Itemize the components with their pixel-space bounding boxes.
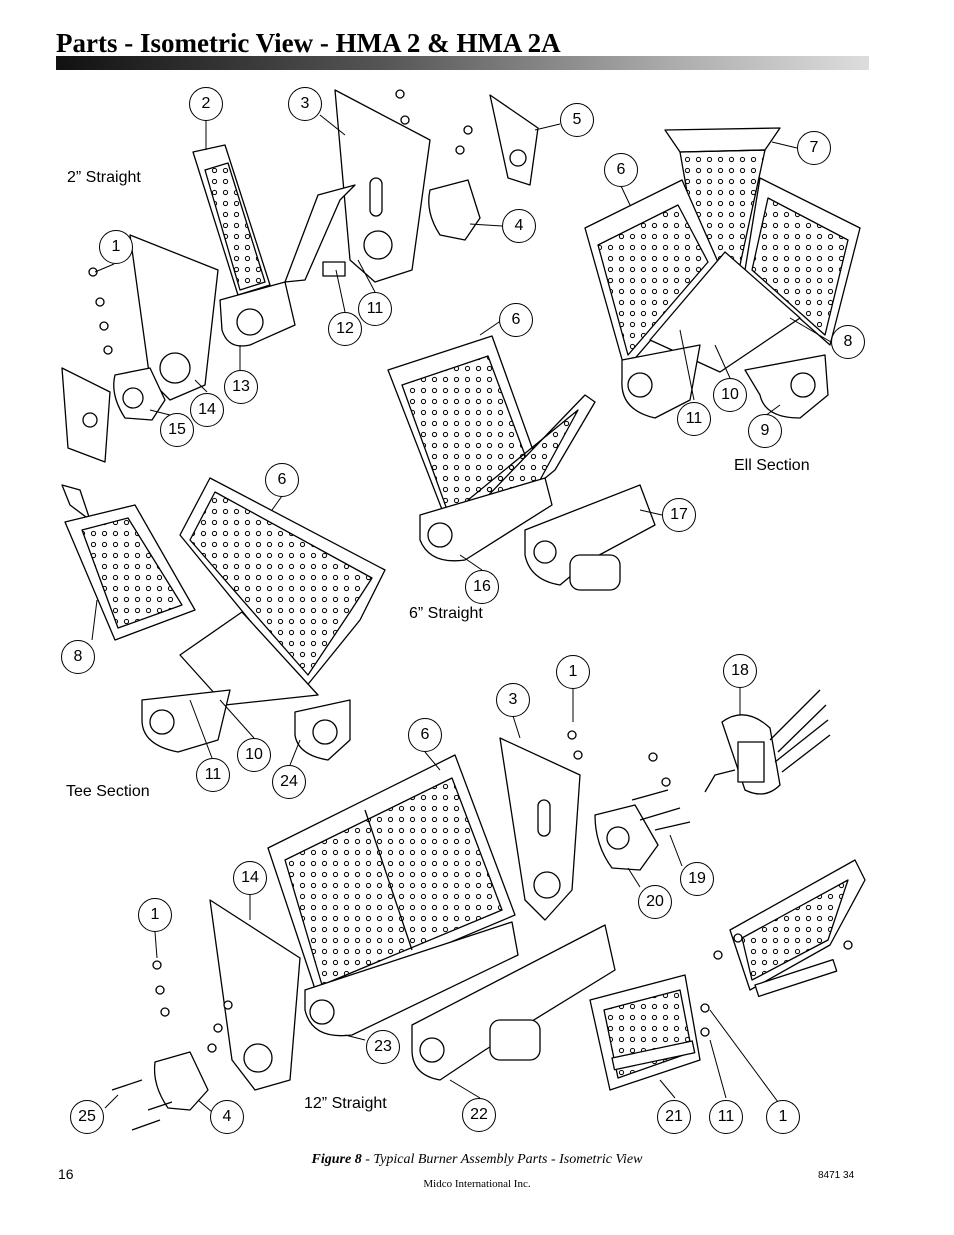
callout-part-3-b: 3 — [496, 683, 530, 717]
cover-part-15 — [113, 367, 166, 421]
ell-burner — [584, 127, 861, 419]
tee-manifold-part-17 — [524, 484, 656, 591]
title-gradient-bar — [56, 56, 869, 70]
callout-part-10-b: 10 — [237, 738, 271, 772]
gasket-part-15-left — [61, 367, 111, 463]
callout-part-14: 14 — [190, 393, 224, 427]
callout-part-2: 2 — [189, 87, 223, 121]
callout-part-11-a: 11 — [677, 402, 711, 436]
bolts-part-25 — [111, 960, 233, 1131]
burner-12in — [267, 754, 519, 1037]
callout-part-1-c: 1 — [138, 898, 172, 932]
endcap-right — [700, 859, 866, 1037]
page-title: Parts - Isometric View - HMA 2 & HMA 2A — [56, 28, 561, 58]
figure-caption: Figure 8 - Typical Burner Assembly Parts… — [0, 1152, 954, 1168]
label-2in-straight: 2” Straight — [67, 169, 141, 186]
screws-top — [88, 89, 473, 355]
callout-part-5: 5 — [560, 103, 594, 137]
callout-part-6-a: 6 — [499, 303, 533, 337]
callout-part-6-d: 6 — [408, 718, 442, 752]
label-ell-section: Ell Section — [734, 457, 810, 474]
document-code: 8471 34 — [818, 1170, 855, 1181]
callout-part-8-b: 8 — [61, 640, 95, 674]
callout-part-22: 22 — [462, 1098, 496, 1132]
pilot-assembly-part-18 — [704, 689, 831, 795]
figure-label: Figure 8 — [311, 1152, 362, 1167]
callout-part-1-b: 1 — [556, 655, 590, 689]
callout-part-4-b: 4 — [210, 1100, 244, 1134]
manifold-part-22 — [411, 924, 616, 1081]
callout-part-1-d: 1 — [766, 1100, 800, 1134]
label-tee-section: Tee Section — [66, 783, 150, 800]
callout-part-23: 23 — [366, 1030, 400, 1064]
callout-part-3: 3 — [288, 87, 322, 121]
callout-part-14-b: 14 — [233, 861, 267, 895]
callout-part-15: 15 — [160, 413, 194, 447]
callout-part-6-b: 6 — [604, 153, 638, 187]
side-plate-part-3b — [499, 737, 581, 921]
callout-part-4: 4 — [502, 209, 536, 243]
callout-part-11-b: 11 — [196, 758, 230, 792]
callout-part-1: 1 — [99, 230, 133, 264]
figure-caption-text: - Typical Burner Assembly Parts - Isomet… — [361, 1152, 643, 1167]
label-12in-straight: 12” Straight — [304, 1095, 387, 1112]
company-name: Midco International Inc. — [423, 1178, 531, 1190]
callout-part-10-a: 10 — [713, 378, 747, 412]
callout-part-18: 18 — [723, 654, 757, 688]
bolts-part-19 — [567, 730, 691, 831]
tee-burner — [61, 477, 386, 761]
venturi-tube-part-2 — [192, 144, 296, 347]
burner-6in — [387, 335, 596, 562]
callout-part-19: 19 — [680, 862, 714, 896]
callout-part-17: 17 — [662, 498, 696, 532]
callout-part-9: 9 — [748, 414, 782, 448]
callout-part-13: 13 — [224, 370, 258, 404]
callout-part-24: 24 — [272, 765, 306, 799]
callout-part-6-c: 6 — [265, 463, 299, 497]
cover-plate-part-4 — [428, 179, 481, 241]
callout-part-20: 20 — [638, 885, 672, 919]
callout-part-16: 16 — [465, 570, 499, 604]
gasket-part-5 — [489, 94, 539, 186]
callout-part-7: 7 — [797, 131, 831, 165]
side-plate-part-14b — [209, 899, 301, 1091]
callout-part-21: 21 — [657, 1100, 691, 1134]
callout-part-11-c: 11 — [709, 1100, 743, 1134]
callout-part-12: 12 — [328, 312, 362, 346]
callout-part-11: 11 — [358, 292, 392, 326]
callout-part-25: 25 — [70, 1100, 104, 1134]
label-6in-straight: 6” Straight — [409, 605, 483, 622]
callout-part-8-a: 8 — [831, 325, 865, 359]
side-plate-part-3 — [334, 89, 431, 283]
flange-part-20 — [594, 804, 659, 871]
endcap-part-21 — [589, 974, 701, 1091]
side-plate-part-14 — [129, 234, 219, 401]
cover-part-4b — [153, 1051, 209, 1111]
bracket-part-12 — [284, 184, 356, 283]
page-number: 16 — [58, 1166, 74, 1182]
